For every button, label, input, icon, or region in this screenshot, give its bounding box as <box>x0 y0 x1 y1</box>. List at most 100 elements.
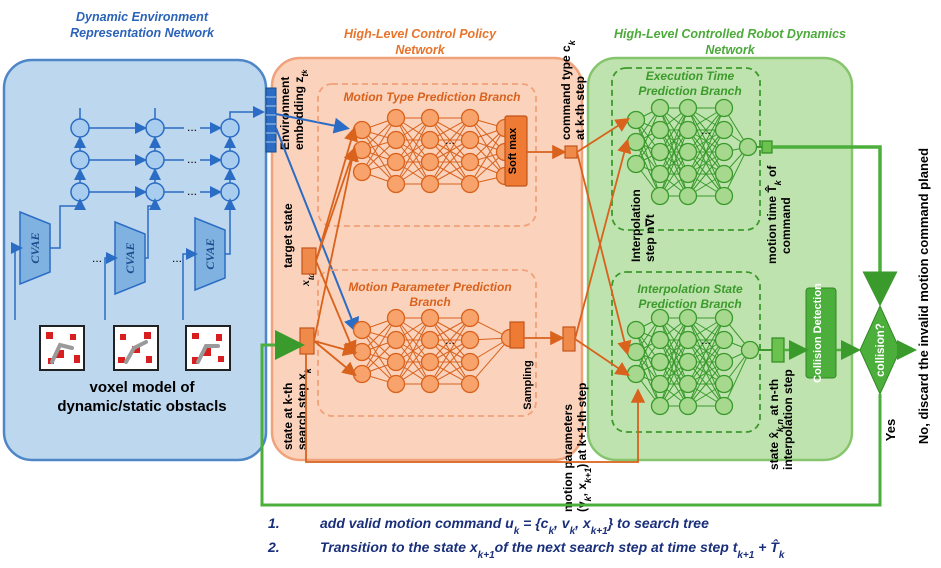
motion-params-label: motion parameters (vk, xk+1) at k+1-th s… <box>561 383 593 512</box>
command-type-block <box>564 145 578 159</box>
cvae-ellipsis-2: ... <box>172 251 182 265</box>
rnn-ellipsis-3: ... <box>187 184 197 198</box>
exec-time-nn-edge <box>687 107 725 153</box>
motion-param-nn-node <box>460 352 480 372</box>
exec-time-nn-node <box>678 142 698 162</box>
sampling-block <box>509 321 525 349</box>
exec-time-nn-node <box>678 98 698 118</box>
motion-type-nn-node <box>386 130 406 150</box>
motion-type-nn-edge <box>395 117 431 163</box>
motion-param-nn-edge <box>429 317 471 363</box>
svg-text:state at k-th: state at k-th <box>281 383 295 450</box>
svg-text:Interpolation: Interpolation <box>629 189 643 262</box>
interp-state-nn-node <box>678 396 698 416</box>
motion-type-branch <box>317 83 537 227</box>
collision-detection-label: Collision Detection <box>812 283 824 383</box>
input-arrow <box>315 126 358 262</box>
cvae-ellipsis-1: ... <box>92 251 102 265</box>
nn-ellipsis: ... <box>445 333 455 347</box>
exec-time-nn-node <box>650 120 670 140</box>
motion-param-nn-edge <box>469 337 511 385</box>
svg-text:command: command <box>779 197 793 254</box>
orange-feedback <box>305 354 646 463</box>
policy-to-dynamics-arrow <box>576 118 631 153</box>
motion-param-branch-title-1: Motion Parameter Prediction <box>348 280 511 294</box>
exec-time-nn-node <box>650 164 670 184</box>
env-panel-title-1: Dynamic Environment <box>76 10 209 24</box>
embedding-arrows <box>275 113 360 334</box>
softmax-label: Soft max <box>507 127 519 174</box>
input-arrow <box>313 340 357 377</box>
motion-type-nn-node <box>352 162 372 182</box>
motion-type-nn-edge <box>469 127 506 185</box>
motion-param-nn-node <box>386 308 406 328</box>
motion-type-nn-node <box>460 174 480 194</box>
motion-type-nn-node <box>386 152 406 172</box>
state-k-block <box>299 327 315 355</box>
interp-state-nn-edge <box>659 317 689 385</box>
nn-ellipsis: ... <box>701 123 711 137</box>
sampling-label: Sampling <box>522 360 534 410</box>
nn-ellipsis: ... <box>701 333 711 347</box>
voxel-images <box>39 325 231 371</box>
svg-text:at k-th step: at k-th step <box>573 76 587 140</box>
svg-text:interpolation step: interpolation step <box>781 369 795 470</box>
exec-time-branch-title-2: Prediction Branch <box>638 84 741 98</box>
interp-state-nn-edge <box>687 317 725 407</box>
interp-state-nn-node <box>678 374 698 394</box>
svg-text:Transition to the state xk+1of: Transition to the state xk+1of the next … <box>320 538 785 561</box>
interp-state-nn-node <box>714 330 734 350</box>
exec-time-nn-edge <box>687 129 725 197</box>
target-state-label: target state <box>281 203 295 268</box>
motion-param-nn-node <box>420 330 440 350</box>
interp-state-nn-node <box>714 396 734 416</box>
interp-state-nn-node <box>650 396 670 416</box>
env-embedding-label: Environment embedding ztk <box>278 69 310 150</box>
policy-panel-title-1: High-Level Control Policy <box>344 27 497 41</box>
policy-to-dynamics-arrow <box>574 138 632 340</box>
cvae-label-1: CVAE <box>28 232 42 263</box>
policy-to-dynamics-arrow <box>576 151 632 356</box>
motion-param-nn-edge <box>429 339 471 385</box>
motion-type-nn-edge <box>361 129 397 185</box>
interp-state-branch <box>611 271 761 433</box>
input-arrow <box>315 146 358 262</box>
exec-time-nn-node <box>626 154 646 174</box>
interp-state-nn-node <box>714 374 734 394</box>
interp-state-nn-node <box>740 340 760 360</box>
svg-text:2.: 2. <box>267 539 280 555</box>
embedding-vector <box>265 87 277 153</box>
motion-param-nn-edge <box>361 317 397 375</box>
interp-state-nn-node <box>650 352 670 372</box>
motion-type-nn-node <box>460 130 480 150</box>
motion-type-nn-node <box>386 174 406 194</box>
motion-type-nn-node <box>420 174 440 194</box>
voxel-caption-1: voxel model of <box>89 379 195 396</box>
exec-time-nn-edge <box>687 151 725 197</box>
svg-text:embedding ztk: embedding ztk <box>292 69 310 150</box>
exec-time-nn-node <box>714 98 734 118</box>
motion-param-branch-title-2: Branch <box>409 295 450 309</box>
interp-state-nn-node <box>678 352 698 372</box>
motion-type-nn-edge <box>395 117 431 185</box>
exec-time-branch <box>611 67 761 231</box>
cvae-label-2: CVAE <box>123 242 137 273</box>
motion-param-nn-node <box>352 342 372 362</box>
motion-param-nn-node <box>386 330 406 350</box>
exec-time-nn-node <box>650 98 670 118</box>
exec-time-nn-edge <box>687 107 725 175</box>
motion-param-nn-node <box>386 374 406 394</box>
motion-type-nn-node <box>460 108 480 128</box>
svg-text:step n∇t: step n∇t <box>643 214 657 262</box>
motion-param-nn-node <box>386 352 406 372</box>
exec-time-nn-node <box>626 110 646 130</box>
motion-type-nn-node <box>352 120 372 140</box>
interp-state-nn-node <box>626 364 646 384</box>
input-arrow <box>315 260 357 356</box>
exec-time-nn-edge <box>687 107 725 197</box>
interp-state-nn-node <box>678 308 698 328</box>
exec-time-nn-node <box>678 186 698 206</box>
exec-time-nn-node <box>650 142 670 162</box>
dynamics-panel-title-1: High-Level Controlled Robot Dynamics <box>614 27 846 41</box>
bottom-notes: 1. add valid motion command uk = {ck, vk… <box>267 515 785 561</box>
